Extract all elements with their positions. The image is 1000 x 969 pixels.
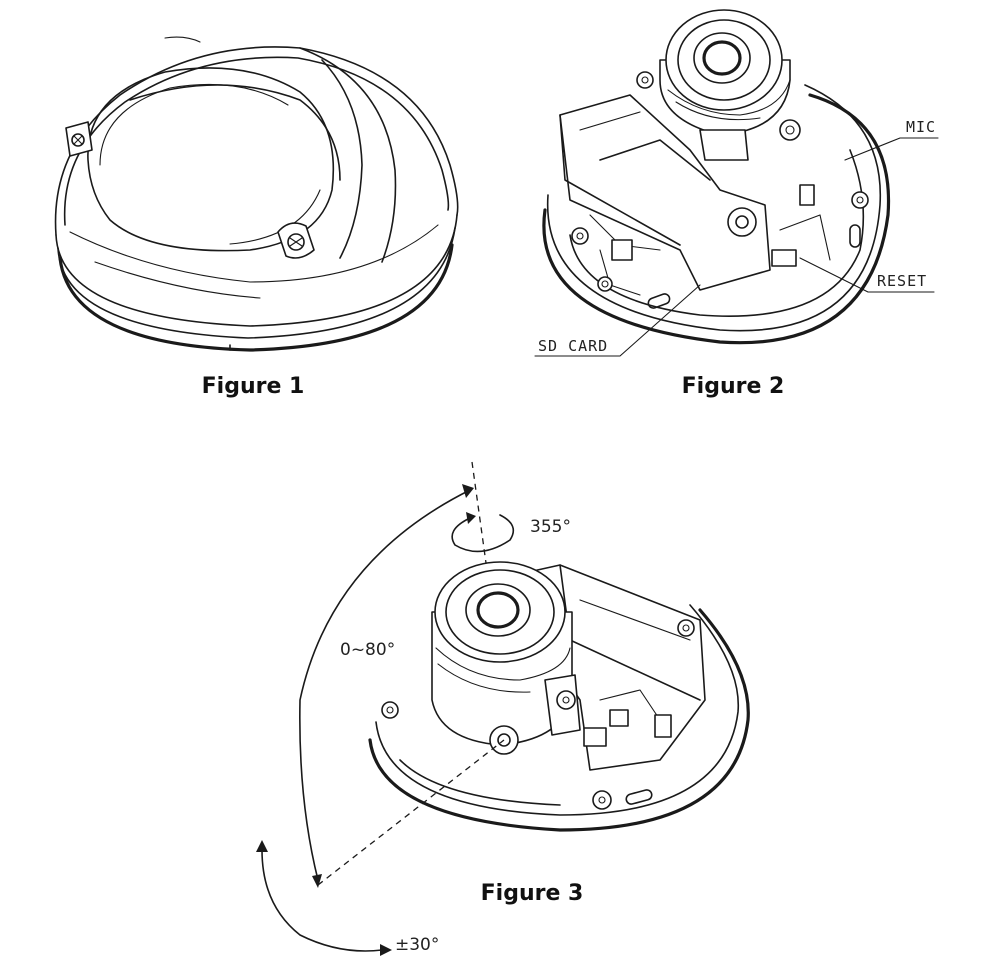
screw-icon — [381, 701, 399, 719]
figure-1-caption: Figure 1 — [202, 374, 305, 399]
screw-icon — [277, 222, 315, 259]
tilt-angle-label: 0~80° — [340, 640, 395, 660]
screw-icon — [65, 121, 93, 157]
figure-3-caption: Figure 3 — [481, 881, 584, 906]
sd-card-callout: SD CARD — [534, 284, 701, 357]
figure-3-lens-adjustment — [256, 461, 750, 956]
screw-icon — [592, 790, 612, 810]
screw-icon — [727, 207, 757, 237]
screw-icon — [556, 690, 576, 710]
screw-icon — [571, 227, 589, 245]
sd-card-label: SD CARD — [538, 337, 608, 355]
screw-icon — [677, 619, 695, 637]
screw-icon — [597, 276, 613, 292]
pan-angle-label: 355° — [530, 517, 571, 537]
figure-1-dome-camera — [54, 36, 459, 352]
screw-icon — [636, 71, 654, 89]
figure-2-caption: Figure 2 — [682, 374, 785, 399]
reset-label: RESET — [877, 272, 927, 290]
mic-label: MIC — [906, 118, 936, 136]
mic-callout: MIC — [844, 118, 939, 161]
rotate-angle-label: ±30° — [395, 935, 439, 955]
reset-callout: RESET — [799, 257, 935, 293]
figure-2-open-camera — [542, 9, 891, 345]
screw-icon — [851, 191, 869, 209]
screw-icon — [779, 119, 801, 141]
